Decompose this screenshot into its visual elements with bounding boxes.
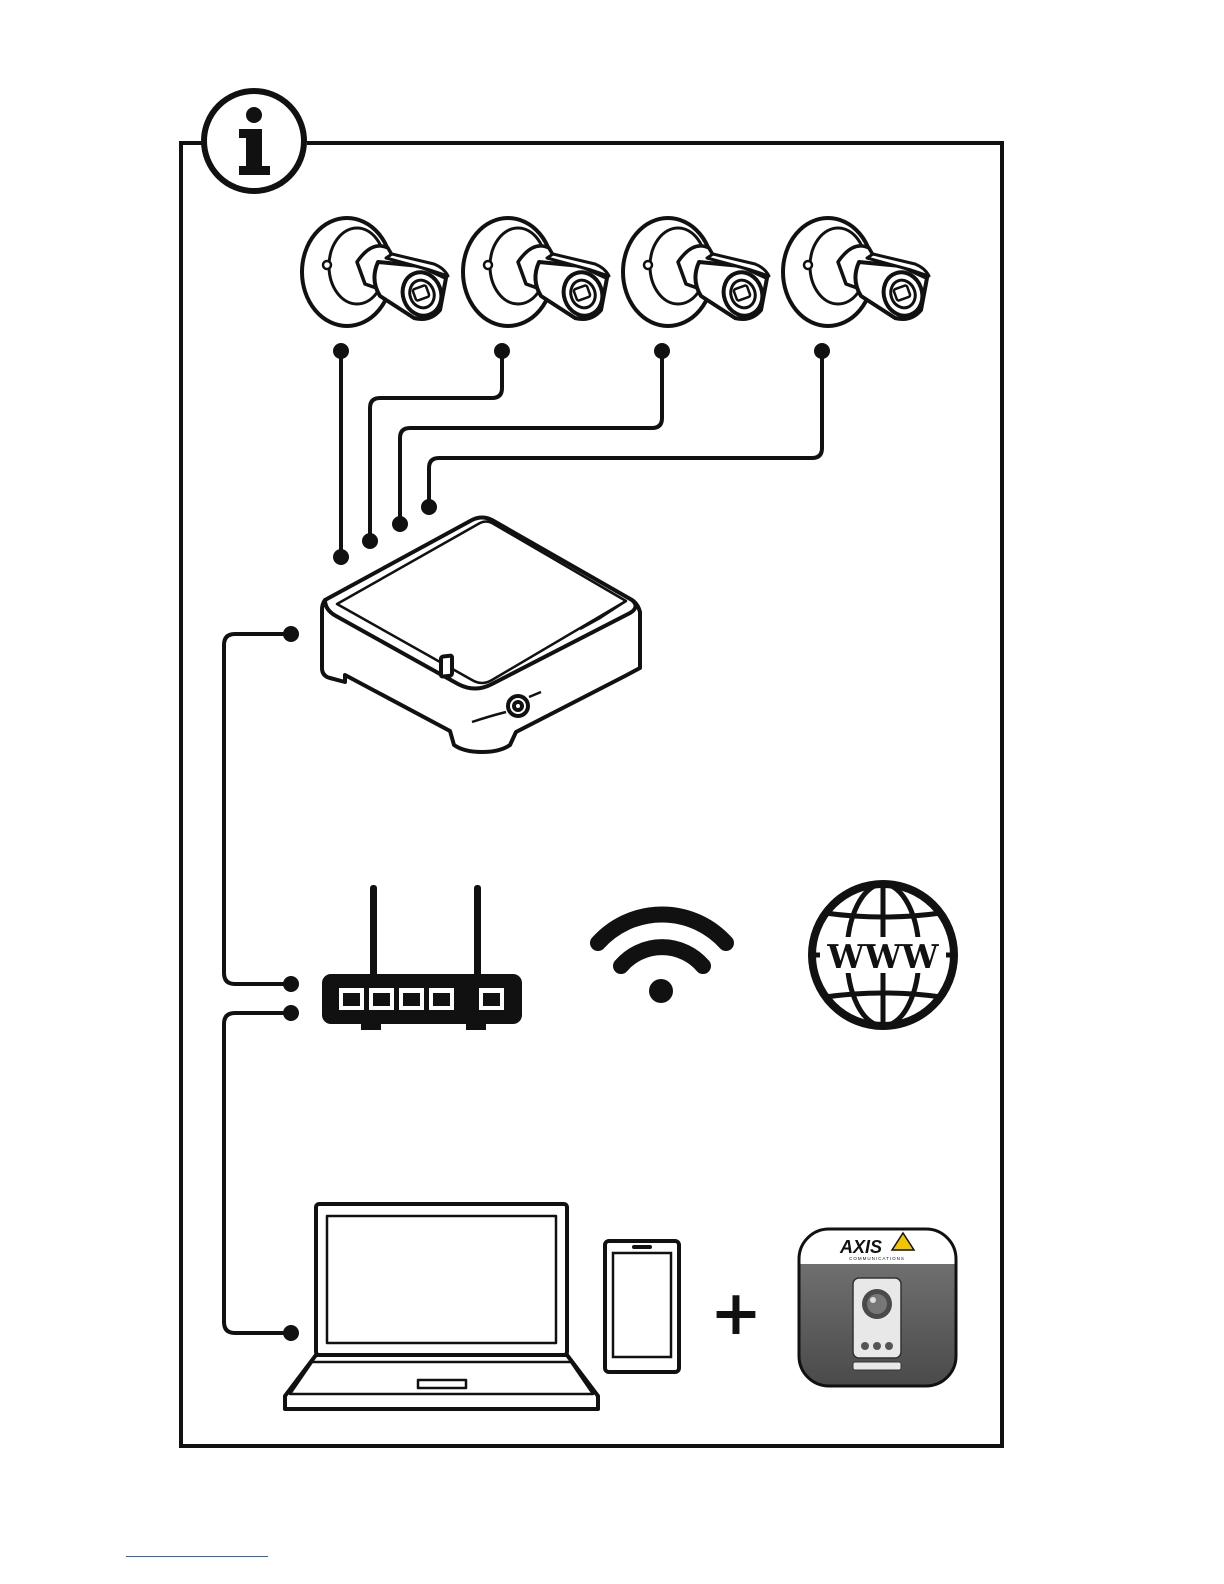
wifi-icon	[598, 914, 726, 1003]
axis-app-icon: AXIS COMMUNICATIONS	[799, 1229, 956, 1386]
axis-tagline: COMMUNICATIONS	[849, 1256, 905, 1261]
bullet-camera-icon	[623, 218, 769, 326]
info-icon	[204, 91, 304, 191]
bullet-camera-icon	[302, 218, 448, 326]
www-label: WWW	[826, 937, 939, 976]
camera-cables	[341, 351, 822, 557]
cable-endpoints	[333, 343, 830, 565]
router-icon	[322, 885, 522, 1030]
network-cables	[224, 634, 291, 1333]
bullet-camera-icon	[783, 218, 929, 326]
footer-link-underline	[126, 1556, 268, 1557]
network-cable-endpoints	[283, 626, 299, 1341]
phone-icon	[605, 1241, 679, 1372]
laptop-icon	[285, 1204, 598, 1409]
bullet-camera-icon	[463, 218, 609, 326]
internet-globe-icon: WWW	[812, 884, 954, 1026]
plus-sign: +	[710, 1276, 762, 1349]
axis-logo-text: AXIS	[839, 1237, 882, 1257]
recorder-device	[322, 518, 640, 753]
camera-row	[302, 218, 929, 326]
